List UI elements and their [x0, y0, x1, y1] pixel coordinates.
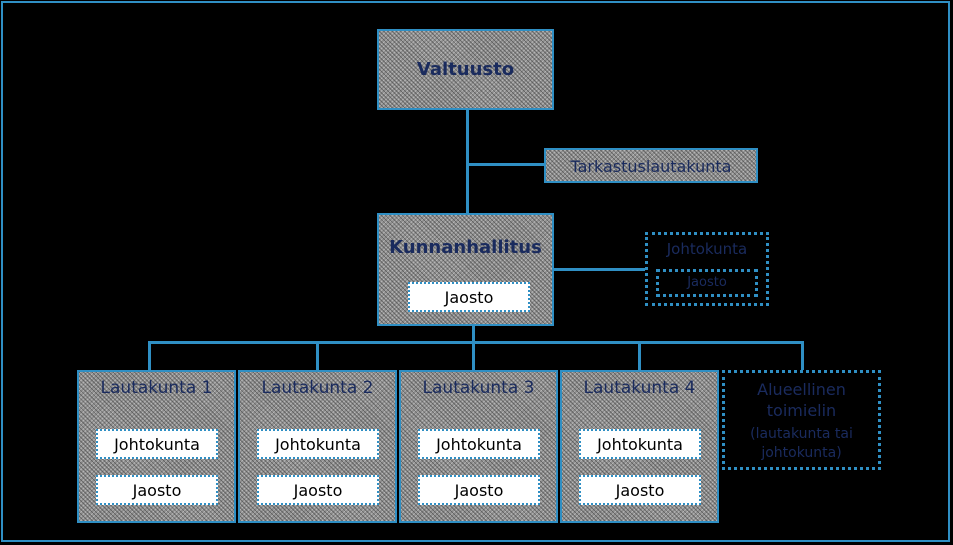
- connector-horizontal-bus: [148, 341, 804, 344]
- lautakunta-2-johtokunta: Johtokunta: [257, 429, 379, 459]
- lautakunta-3-johtokunta: Johtokunta: [418, 429, 540, 459]
- tarkastuslautakunta-box: Tarkastuslautakunta: [544, 148, 758, 183]
- kunnanhallitus-box: Kunnanhallitus Jaosto: [377, 213, 554, 326]
- lautakunta-1-label: Lautakunta 1: [100, 378, 213, 398]
- alueellinen-line-3: (lautakunta tai: [750, 426, 853, 442]
- lautakunta-3-box: Lautakunta 3 Johtokunta Jaosto: [399, 370, 558, 523]
- kunnanhallitus-jaosto: Jaosto: [408, 282, 530, 312]
- connector-kunnanhallitus-down: [472, 324, 475, 343]
- alueellinen-toimielin-box: Alueellinen toimielin (lautakunta tai jo…: [722, 370, 881, 470]
- lautakunta-2-box: Lautakunta 2 Johtokunta Jaosto: [238, 370, 397, 523]
- tarkastuslautakunta-label: Tarkastuslautakunta: [570, 157, 732, 176]
- connector-tarkastuslautakunta: [466, 163, 546, 166]
- kunnanhallitus-label: Kunnanhallitus: [389, 237, 542, 258]
- connector-johtokunta-side: [552, 268, 648, 271]
- lautakunta-4-jaosto: Jaosto: [579, 475, 701, 505]
- lautakunta-4-label: Lautakunta 4: [583, 378, 696, 398]
- lautakunta-4-box: Lautakunta 4 Johtokunta Jaosto: [560, 370, 719, 523]
- alueellinen-line-1: Alueellinen: [757, 380, 846, 399]
- lautakunta-2-label: Lautakunta 2: [261, 378, 374, 398]
- connector-valtuusto-kunnanhallitus: [466, 108, 469, 215]
- lautakunta-3-label: Lautakunta 3: [422, 378, 535, 398]
- connector-lautakunta-3: [472, 341, 475, 372]
- valtuusto-label: Valtuusto: [416, 59, 515, 80]
- johtokunta-side-jaosto: Jaosto: [656, 269, 758, 297]
- connector-alueellinen: [801, 341, 804, 372]
- valtuusto-box: Valtuusto: [377, 29, 554, 110]
- lautakunta-1-jaosto: Jaosto: [96, 475, 218, 505]
- lautakunta-1-johtokunta: Johtokunta: [96, 429, 218, 459]
- johtokunta-side-box: Johtokunta Jaosto: [645, 232, 769, 306]
- connector-lautakunta-4: [638, 341, 641, 372]
- alueellinen-line-2: toimielin: [766, 401, 837, 420]
- alueellinen-line-4: johtokunta): [761, 445, 842, 461]
- lautakunta-2-jaosto: Jaosto: [257, 475, 379, 505]
- connector-lautakunta-1: [148, 341, 151, 372]
- connector-lautakunta-2: [316, 341, 319, 372]
- lautakunta-4-johtokunta: Johtokunta: [579, 429, 701, 459]
- johtokunta-side-label: Johtokunta: [666, 240, 748, 258]
- lautakunta-1-box: Lautakunta 1 Johtokunta Jaosto: [77, 370, 236, 523]
- lautakunta-3-jaosto: Jaosto: [418, 475, 540, 505]
